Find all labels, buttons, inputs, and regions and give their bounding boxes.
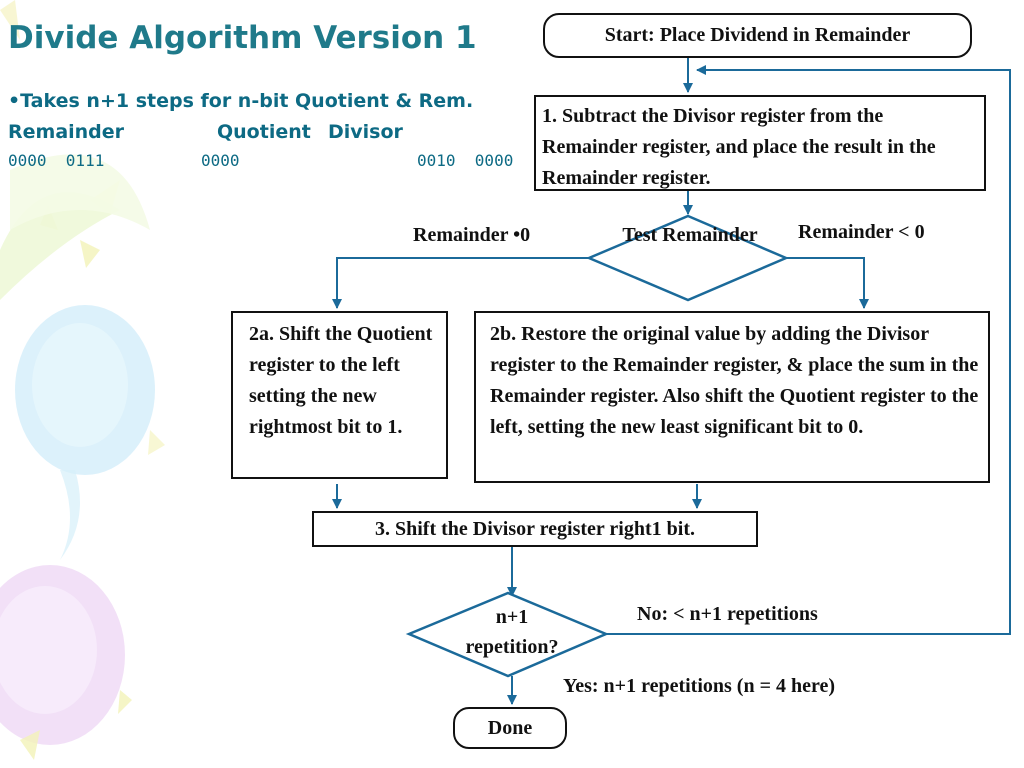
remainder-value: 0000 0111: [8, 151, 105, 170]
step3-shift-box: 3. Shift the Divisor register right1 bit…: [312, 511, 758, 547]
quotient-header: Quotient: [217, 121, 311, 143]
test-remainder-label: Test Remainder: [622, 224, 758, 246]
bullet-point: •Takes n+1 steps for n-bit Quotient & Re…: [8, 90, 474, 112]
test-remainder-diamond: [585, 214, 790, 302]
step1-subtract-box: 1. Subtract the Divisor register from th…: [534, 95, 986, 191]
divisor-header: Divisor: [328, 121, 403, 143]
branch-ge-label: Remainder •0: [413, 224, 531, 246]
repetition-diamond: [405, 591, 610, 678]
divisor-value: 0010 0000: [417, 151, 514, 170]
no-repetitions-label: No: < n+1 repetitions: [637, 603, 818, 625]
page-title: Divide Algorithm Version 1: [8, 20, 477, 56]
branch-lt-label: Remainder < 0: [798, 221, 925, 243]
step2b-box: 2b. Restore the original value by adding…: [474, 311, 990, 483]
quotient-value: 0000: [201, 151, 240, 170]
remainder-header: Remainder: [8, 121, 125, 143]
start-box: Start: Place Dividend in Remainder: [543, 13, 972, 58]
step2a-box: 2a. Shift the Quotient register to the l…: [231, 311, 448, 479]
done-box: Done: [453, 707, 567, 749]
yes-repetitions-label: Yes: n+1 repetitions (n = 4 here): [563, 675, 836, 697]
repetition-label: n+1 repetition?: [465, 606, 559, 658]
